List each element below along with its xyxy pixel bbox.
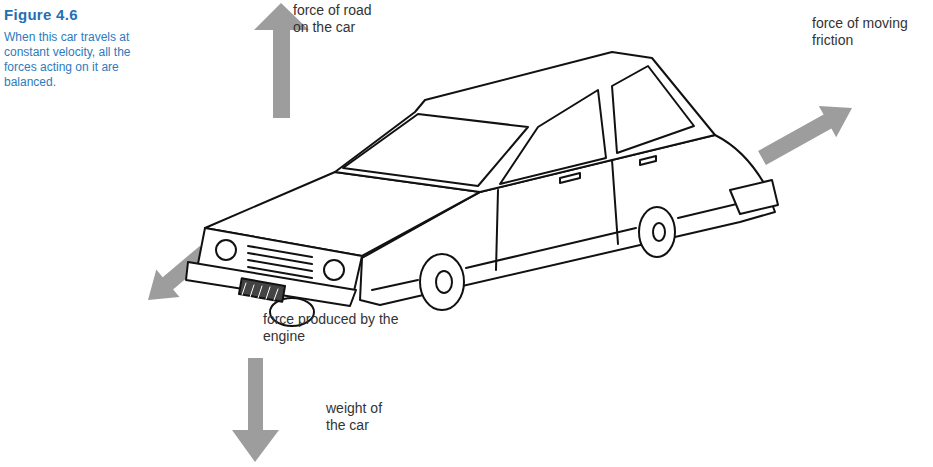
rear-bumper bbox=[730, 180, 778, 214]
force-label: force produced by the engine bbox=[263, 311, 428, 345]
car-hubcap bbox=[436, 271, 452, 293]
license-plate-hatch bbox=[242, 283, 278, 300]
door-line bbox=[496, 160, 618, 270]
car-roof bbox=[335, 52, 715, 192]
car-wheel bbox=[639, 207, 675, 257]
headlight bbox=[324, 260, 344, 280]
force-label: weight of the car bbox=[326, 400, 398, 434]
door-handle bbox=[560, 173, 580, 183]
force-label: force of road on the car bbox=[293, 2, 389, 36]
car-hubcap bbox=[653, 223, 665, 241]
license-plate bbox=[239, 278, 285, 301]
figure-caption: When this car travels at constant veloci… bbox=[4, 30, 134, 90]
weight-arrow bbox=[232, 358, 279, 462]
side-window bbox=[612, 66, 694, 153]
headlight bbox=[216, 240, 236, 260]
figure-title: Figure 4.6 bbox=[4, 6, 144, 23]
windshield bbox=[343, 114, 528, 186]
friction-force-arrow bbox=[758, 106, 852, 165]
force-label: force of moving friction bbox=[812, 15, 932, 49]
car-grille bbox=[248, 246, 312, 278]
car-drawing bbox=[186, 52, 778, 326]
side-window bbox=[500, 90, 606, 184]
door-handle bbox=[640, 156, 656, 165]
car-wheel bbox=[420, 254, 464, 310]
force-arrows bbox=[148, 3, 852, 462]
